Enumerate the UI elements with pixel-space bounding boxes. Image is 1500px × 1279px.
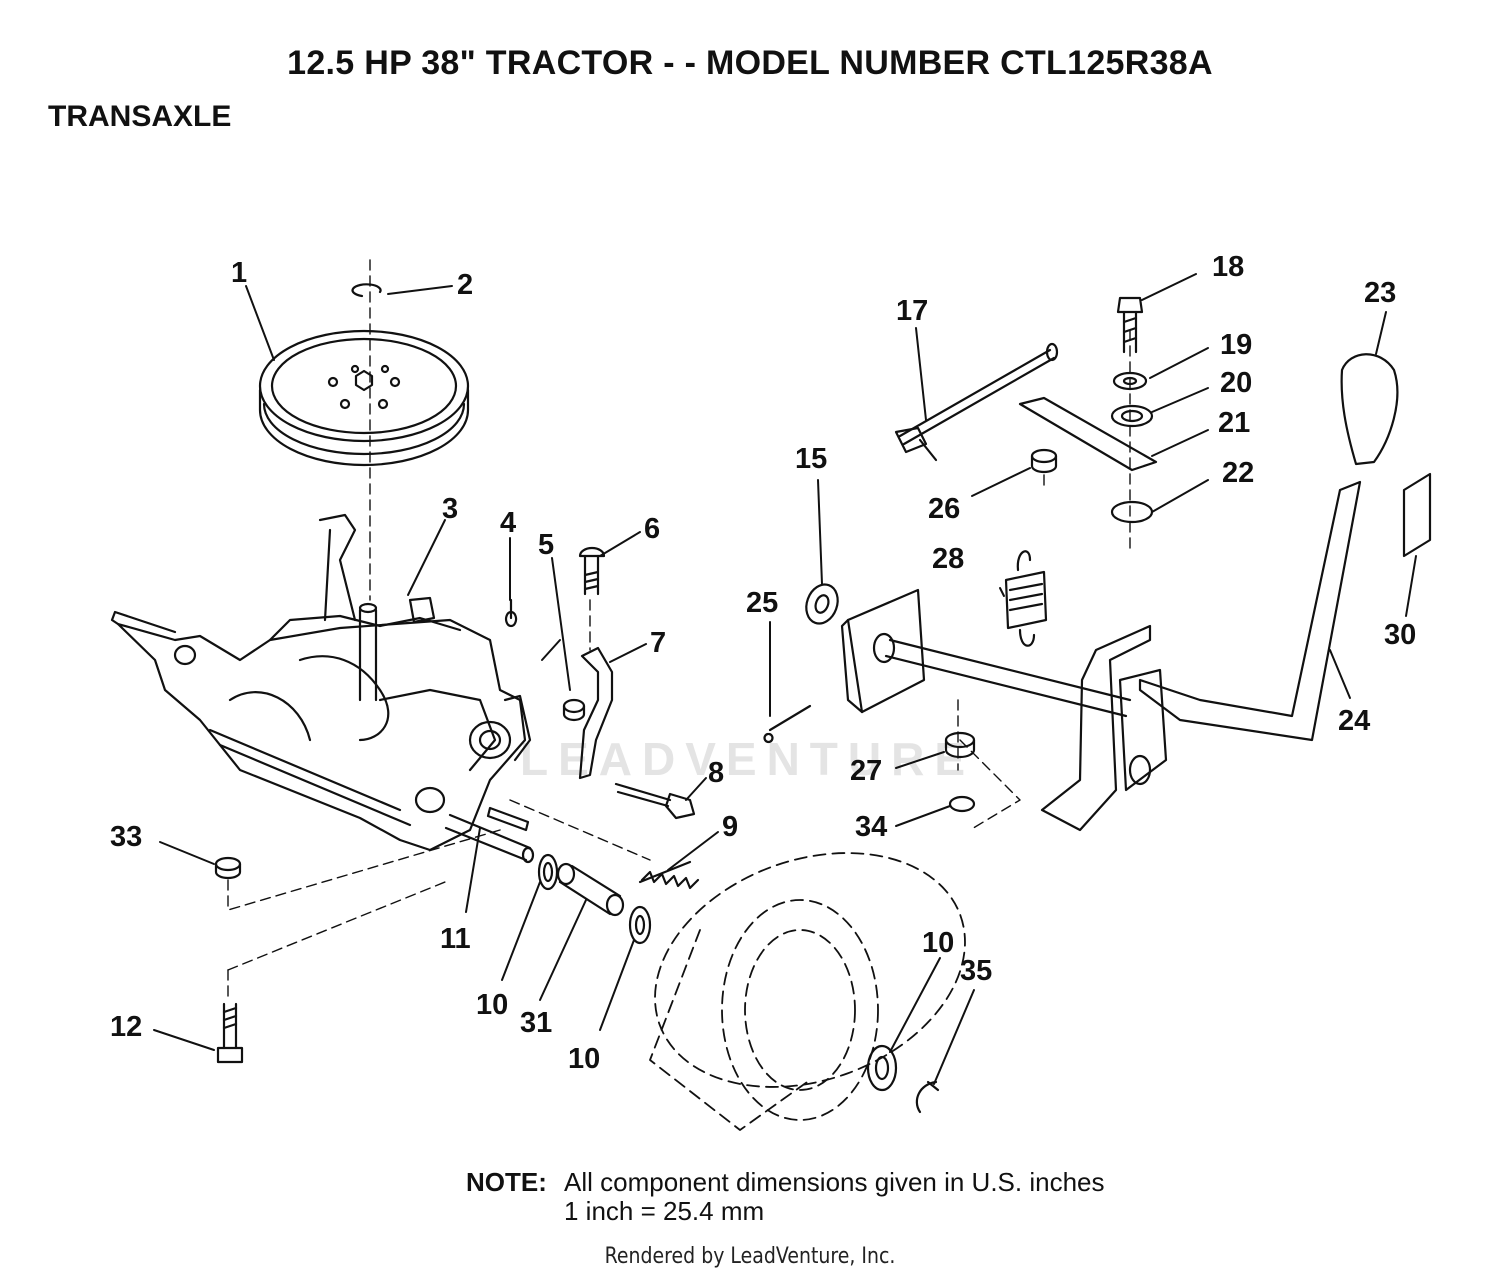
callout-22: 22 — [1222, 457, 1254, 489]
callout-25: 25 — [746, 587, 778, 619]
callout-1: 1 — [231, 257, 247, 289]
callout-2: 2 — [457, 269, 473, 301]
shift-lever-part — [1138, 480, 1362, 742]
bolt-part-18 — [1116, 296, 1144, 354]
cotter-pin-part — [763, 704, 812, 743]
callout-20: 20 — [1220, 367, 1252, 399]
shift-frame-part — [840, 588, 1168, 832]
note-line-1: All component dimensions given in U.S. i… — [564, 1167, 1105, 1197]
callout-24: 24 — [1338, 705, 1370, 737]
link-plate-part — [1018, 396, 1158, 472]
construction-lines — [227, 259, 1131, 1001]
diagram-title: 12.5 HP 38" TRACTOR - - MODEL NUMBER CTL… — [287, 44, 1213, 82]
leader-lines — [153, 273, 1417, 1085]
adjusting-rod-part — [894, 342, 1059, 462]
plate-part — [1402, 472, 1432, 558]
callout-28: 28 — [932, 543, 964, 575]
callout-21: 21 — [1218, 407, 1250, 439]
wheel-outline — [649, 852, 966, 1131]
note-line-2: 1 inch = 25.4 mm — [564, 1196, 765, 1226]
washer-part-19 — [1112, 371, 1148, 391]
callout-35: 35 — [960, 955, 992, 987]
bushing-part — [556, 862, 625, 917]
callout-27: 27 — [850, 755, 882, 787]
pin-part — [504, 598, 518, 628]
callout-30: 30 — [1384, 619, 1416, 651]
callout-11: 11 — [440, 923, 471, 955]
callout-34: 34 — [855, 811, 887, 843]
callout-10c: 10 — [922, 927, 954, 959]
callout-8: 8 — [708, 757, 724, 789]
nut-part-26 — [1030, 448, 1058, 474]
note-label: NOTE: — [466, 1167, 547, 1197]
callout-31: 31 — [520, 1007, 552, 1039]
washer-part-15 — [805, 583, 839, 625]
callout-7: 7 — [650, 627, 666, 659]
callout-19: 19 — [1220, 329, 1252, 361]
bracket-part — [578, 646, 614, 780]
axle-shaft-part — [444, 806, 535, 864]
nut-part-27 — [944, 731, 976, 759]
callout-3: 3 — [442, 493, 458, 525]
transaxle-body-part — [110, 513, 532, 852]
callout-33: 33 — [110, 821, 142, 853]
bolt-part-12 — [216, 1002, 244, 1064]
callout-6: 6 — [644, 513, 660, 545]
callout-10b: 10 — [568, 1043, 600, 1075]
callout-12: 12 — [110, 1011, 142, 1043]
callout-17: 17 — [896, 295, 928, 327]
lock-washer-part — [948, 795, 976, 813]
callout-5: 5 — [538, 529, 554, 561]
callout-4: 4 — [500, 507, 516, 539]
callout-10a: 10 — [476, 989, 508, 1021]
callout-9: 9 — [722, 811, 738, 843]
spring-part — [638, 860, 700, 890]
watermark-text: LEADVENTURE — [520, 733, 976, 785]
note-block: NOTE: All component dimensions given in U… — [466, 1168, 1105, 1226]
callout-18: 18 — [1212, 251, 1244, 283]
hex-bolt-part — [614, 782, 696, 820]
washer-part-22 — [1110, 500, 1154, 524]
nut-part-5 — [562, 698, 586, 722]
knob-part — [1340, 353, 1399, 466]
pulley-part — [258, 329, 470, 467]
extension-spring-part — [1004, 550, 1048, 647]
nut-part-33 — [214, 856, 242, 880]
callout-15: 15 — [795, 443, 827, 475]
washer-part-20 — [1110, 404, 1154, 428]
footer-credit: Rendered by LeadVenture, Inc. — [604, 1244, 896, 1269]
callout-23: 23 — [1364, 277, 1396, 309]
callout-26: 26 — [928, 493, 960, 525]
retaining-ring-part — [351, 283, 382, 298]
retaining-ring-part-35 — [915, 1080, 940, 1114]
diagram-subtitle: TRANSAXLE — [48, 100, 232, 133]
